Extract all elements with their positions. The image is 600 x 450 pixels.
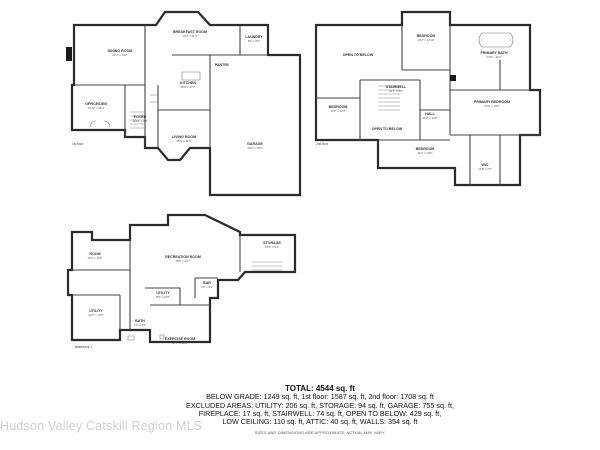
room-label: PRIMARY BATH	[480, 51, 507, 55]
room-dim: 17'7" x 19'8"	[172, 341, 187, 345]
mls-watermark: Hudson Valley Catskill Region MLS	[0, 419, 203, 433]
room-dim: 18'6" x 17'7"	[180, 85, 195, 89]
room-label: FOYER	[134, 115, 147, 119]
room-label: DINING ROOM	[108, 49, 133, 53]
room-dim: 8'8" x 10'0"	[156, 295, 170, 299]
room-label: EXERCISE ROOM	[165, 337, 195, 341]
room-dim: 8'2" x 8'4"	[248, 39, 260, 43]
room-label: UTILITY	[89, 309, 103, 313]
room-label: WIC	[482, 163, 489, 167]
room-dim: 13'8" x 7'5"	[478, 167, 492, 171]
room-dim: 16'2" x 11'4"	[182, 34, 197, 38]
room-label: STAIRWELL	[386, 85, 407, 89]
room-label: BAR	[203, 281, 211, 285]
room-dim: 38'6" x 24'7"	[175, 259, 190, 263]
room-label: BEDROOM	[329, 105, 348, 109]
room-label: LIVING ROOM	[172, 135, 196, 139]
disclaimer-note: SIZES AND DIMENSIONS ARE APPROXIMATE, AC…	[254, 430, 386, 436]
room-label: LAUNDRY	[245, 35, 263, 39]
basement-labels: ROOM 15'4" x 10'6" RECREATION ROOM 38'6"…	[87, 241, 281, 345]
room-label: KITCHEN	[180, 81, 196, 85]
room-dim: 14'4" x 12'6"	[417, 151, 432, 155]
room-label: BATH	[135, 319, 145, 323]
room-label: GARAGE	[247, 142, 263, 146]
first-floor-labels: DINING ROOM 22'3" x 13'8" BREAKFAST ROOM…	[85, 30, 263, 150]
first-floor-plan: DINING ROOM 22'3" x 13'8" BREAKFAST ROOM…	[66, 10, 302, 197]
room-label: OPEN TO BELOW	[372, 127, 403, 131]
room-label: PRIMARY BEDROOM	[474, 100, 510, 104]
room-label: STORAGE	[263, 241, 281, 245]
room-label: RECREATION ROOM	[165, 255, 201, 259]
room-dim: 15'4" x 10'6"	[87, 256, 102, 260]
room-dim: 12'9" x 12'5"	[88, 313, 103, 317]
area-line: LOW CEILING: 110 sq. ft, ATTIC: 40 sq. f…	[222, 417, 418, 427]
total-area: TOTAL: 4544 sq. ft	[285, 384, 355, 393]
area-line: EXCLUDED AREAS: UTILITY: 206 sq. ft, STO…	[186, 400, 454, 410]
room-dim: 7'8" x 6'0"	[201, 285, 213, 289]
area-summary: TOTAL: 4544 sq. ft BELOW GRADE: 1249 sq.…	[150, 384, 490, 438]
room-label: PANTRY	[215, 63, 230, 67]
room-dim: 12'10" x 9'8"	[132, 119, 147, 123]
room-dim: 24'0" x 12'8"	[422, 116, 437, 120]
room-dim: 7'6" x 5'5"	[134, 323, 146, 327]
room-dim: 18'9" x 16'0"	[176, 139, 191, 143]
floor-tag: Basement 1	[75, 345, 92, 349]
room-label: OPEN TO BELOW	[343, 53, 374, 57]
room-dim: 13'0" x 12'3"	[330, 109, 345, 113]
room-dim: 30'3" x 29'0"	[247, 146, 262, 150]
room-dim: 22'6" x 11'3"	[486, 55, 501, 59]
room-label: BEDROOM	[416, 147, 435, 151]
basement-plan: ROOM 15'4" x 10'6" RECREATION ROOM 38'6"…	[66, 213, 297, 349]
floor-tag: 1st floor	[72, 142, 84, 146]
room-dim: 15'10" x 12'0"	[88, 106, 105, 110]
area-line: BELOW GRADE: 1249 sq. ft, 1st floor: 158…	[206, 392, 434, 402]
room-dim: 10'1" x 9'0"	[389, 89, 403, 93]
room-label: OFFICE/DEN	[85, 102, 107, 106]
area-line: FIREPLACE: 17 sq. ft, STAIRWELL: 74 sq. …	[198, 408, 442, 418]
room-dim: 24'0" x 19'0"	[484, 104, 499, 108]
room-dim: 13'0" x 12'10"	[418, 38, 435, 42]
floor-tag: 2nd floor	[316, 142, 329, 146]
room-dim: 13'6" x 5'4"	[265, 245, 279, 249]
room-dim: 22'3" x 13'8"	[112, 53, 127, 57]
room-label: BEDROOM	[417, 34, 436, 38]
room-label: BREAKFAST ROOM	[173, 30, 207, 34]
room-label: HALL	[425, 112, 435, 116]
room-label: UTILITY	[156, 291, 170, 295]
room-label: ROOM	[89, 252, 100, 256]
second-floor-plan: OPEN TO BELOW BEDROOM 13'0" x 12'10" PRI…	[314, 10, 542, 187]
second-floor-labels: OPEN TO BELOW BEDROOM 13'0" x 12'10" PRI…	[329, 34, 510, 171]
